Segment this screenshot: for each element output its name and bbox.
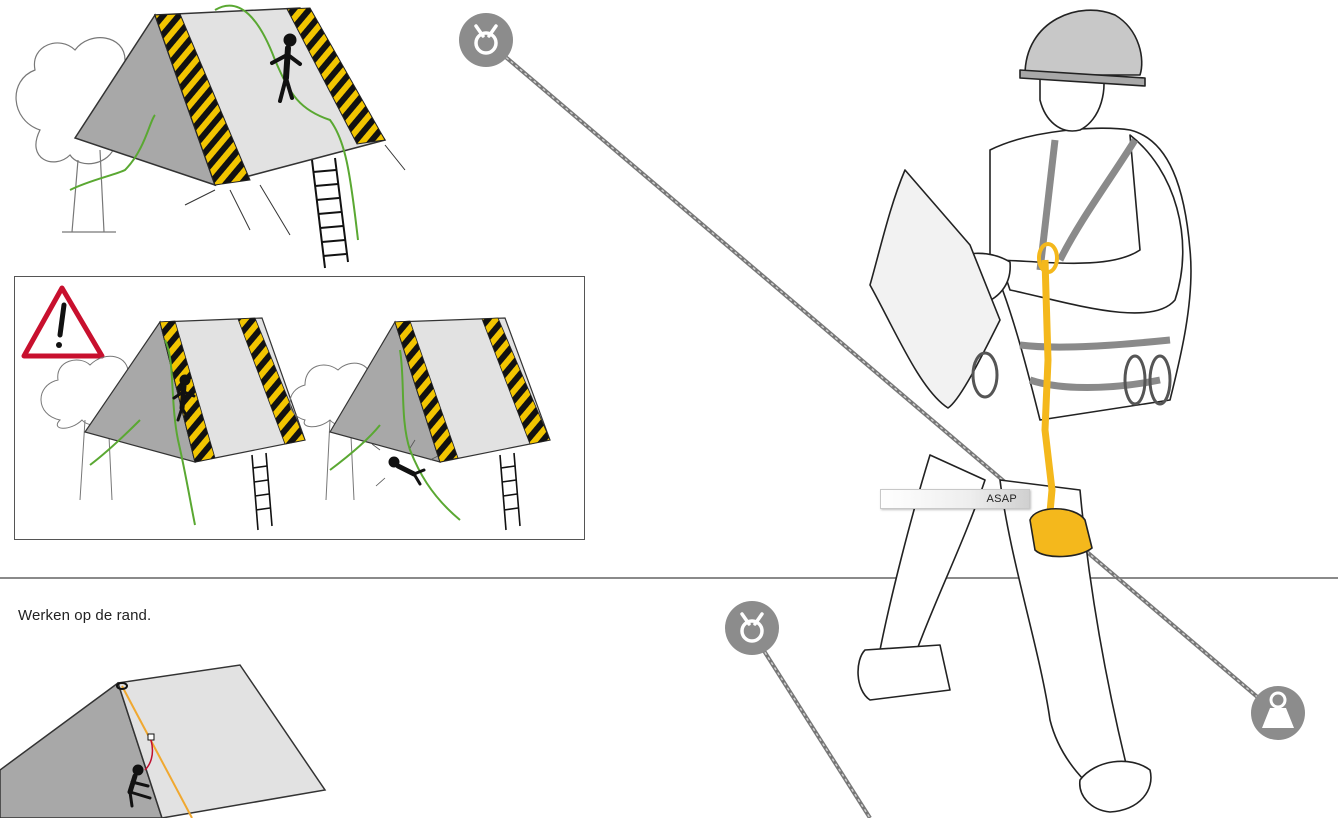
product-label-asap: ASAP xyxy=(880,489,1030,509)
scene-edge-work xyxy=(0,665,325,818)
warning-panel xyxy=(14,276,585,540)
anchor-swivel-icon xyxy=(725,601,779,655)
caption: Werken op de rand. xyxy=(18,607,151,624)
anchor-ring-icon xyxy=(1251,686,1305,740)
ladder xyxy=(312,158,348,268)
scene-correct-anchoring xyxy=(16,6,405,268)
anchor-swivel-icon xyxy=(459,13,513,67)
rope-access-worker xyxy=(858,10,1191,812)
